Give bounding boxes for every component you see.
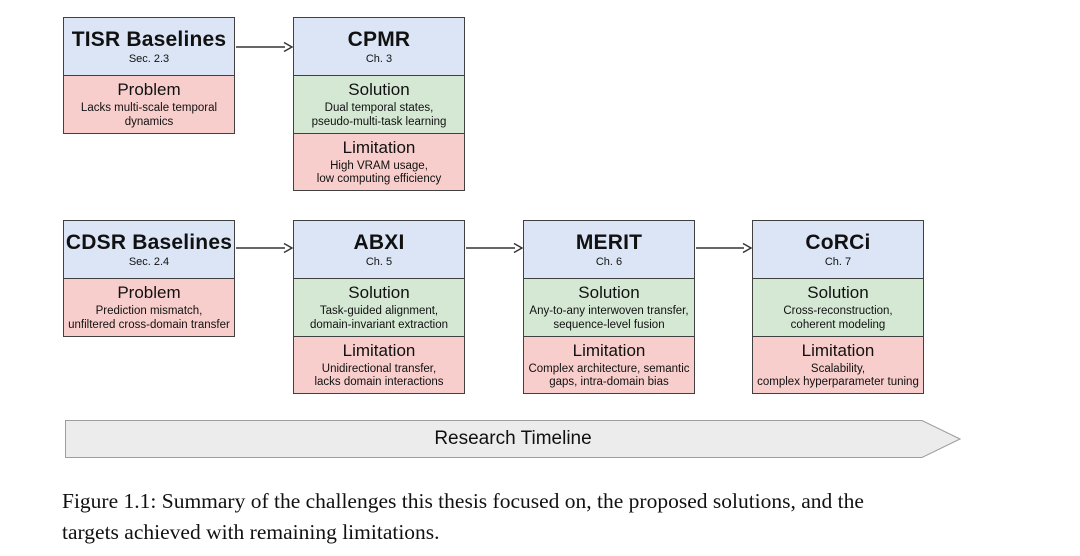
- box-subtitle: Sec. 2.3: [128, 53, 170, 65]
- section-label: Solution: [348, 283, 410, 302]
- box-subtitle: Ch. 6: [595, 256, 623, 268]
- box-subtitle: Sec. 2.4: [128, 256, 170, 268]
- box-title: TISR Baselines: [71, 28, 227, 51]
- box-tisr-baselines: TISR Baselines Sec. 2.3 Problem Lacks mu…: [63, 17, 235, 134]
- section-label: Solution: [807, 283, 869, 302]
- box-title: CDSR Baselines: [65, 231, 233, 254]
- box-header: CoRCi Ch. 7: [753, 221, 923, 279]
- box-subtitle: Ch. 3: [365, 53, 393, 65]
- solution-section: Solution Any-to-any interwoven transfer,…: [524, 279, 694, 336]
- box-corci: CoRCi Ch. 7 Solution Cross-reconstructio…: [752, 220, 924, 394]
- box-subtitle: Ch. 5: [365, 256, 393, 268]
- section-text: Complex architecture, semantic gaps, int…: [528, 362, 690, 389]
- box-subtitle: Ch. 7: [824, 256, 852, 268]
- section-text: Task-guided alignment, domain-invariant …: [309, 305, 449, 331]
- limitation-section: Limitation Complex architecture, semanti…: [524, 336, 694, 393]
- box-title: ABXI: [353, 231, 405, 254]
- section-label: Limitation: [342, 137, 416, 157]
- box-header: TISR Baselines Sec. 2.3: [64, 18, 234, 76]
- box-header: CDSR Baselines Sec. 2.4: [64, 221, 234, 279]
- section-text: High VRAM usage, low computing efficienc…: [316, 159, 442, 186]
- flow-arrow: [696, 242, 753, 254]
- box-cpmr: CPMR Ch. 3 Solution Dual temporal states…: [293, 17, 465, 191]
- limitation-section: Limitation Scalability, complex hyperpar…: [753, 336, 923, 393]
- box-title: CPMR: [347, 28, 411, 51]
- section-label: Limitation: [801, 340, 875, 360]
- section-label: Problem: [117, 80, 181, 99]
- timeline-arrow: [65, 420, 961, 458]
- section-text: Lacks multi-scale temporal dynamics: [80, 102, 218, 128]
- limitation-section: Limitation Unidirectional transfer, lack…: [294, 336, 464, 393]
- section-label: Problem: [117, 283, 181, 302]
- box-title: CoRCi: [805, 231, 871, 254]
- limitation-section: Limitation High VRAM usage, low computin…: [294, 133, 464, 190]
- flow-arrow: [236, 242, 294, 254]
- box-title: MERIT: [575, 231, 643, 254]
- flow-arrow: [466, 242, 524, 254]
- box-header: MERIT Ch. 6: [524, 221, 694, 279]
- section-label: Limitation: [572, 340, 646, 360]
- section-text: Any-to-any interwoven transfer, sequence…: [529, 305, 689, 331]
- problem-section: Problem Lacks multi-scale temporal dynam…: [64, 76, 234, 133]
- box-header: ABXI Ch. 5: [294, 221, 464, 279]
- section-text: Dual temporal states, pseudo-multi-task …: [311, 102, 447, 128]
- solution-section: Solution Task-guided alignment, domain-i…: [294, 279, 464, 336]
- section-text: Prediction mismatch, unfiltered cross-do…: [68, 305, 230, 331]
- section-label: Solution: [348, 80, 410, 99]
- box-abxi: ABXI Ch. 5 Solution Task-guided alignmen…: [293, 220, 465, 394]
- box-cdsr-baselines: CDSR Baselines Sec. 2.4 Problem Predicti…: [63, 220, 235, 337]
- timeline-label: Research Timeline: [434, 428, 592, 449]
- section-text: Unidirectional transfer, lacks domain in…: [314, 362, 444, 389]
- flow-arrow: [236, 41, 294, 53]
- section-text: Cross-reconstruction, coherent modeling: [783, 305, 893, 331]
- problem-section: Problem Prediction mismatch, unfiltered …: [64, 279, 234, 336]
- solution-section: Solution Dual temporal states, pseudo-mu…: [294, 76, 464, 133]
- box-merit: MERIT Ch. 6 Solution Any-to-any interwov…: [523, 220, 695, 394]
- figure-caption: Figure 1.1: Summary of the challenges th…: [62, 489, 864, 544]
- section-label: Limitation: [342, 340, 416, 360]
- solution-section: Solution Cross-reconstruction, coherent …: [753, 279, 923, 336]
- section-text: Scalability, complex hyperparameter tuni…: [757, 362, 919, 389]
- box-header: CPMR Ch. 3: [294, 18, 464, 76]
- section-label: Solution: [578, 283, 640, 302]
